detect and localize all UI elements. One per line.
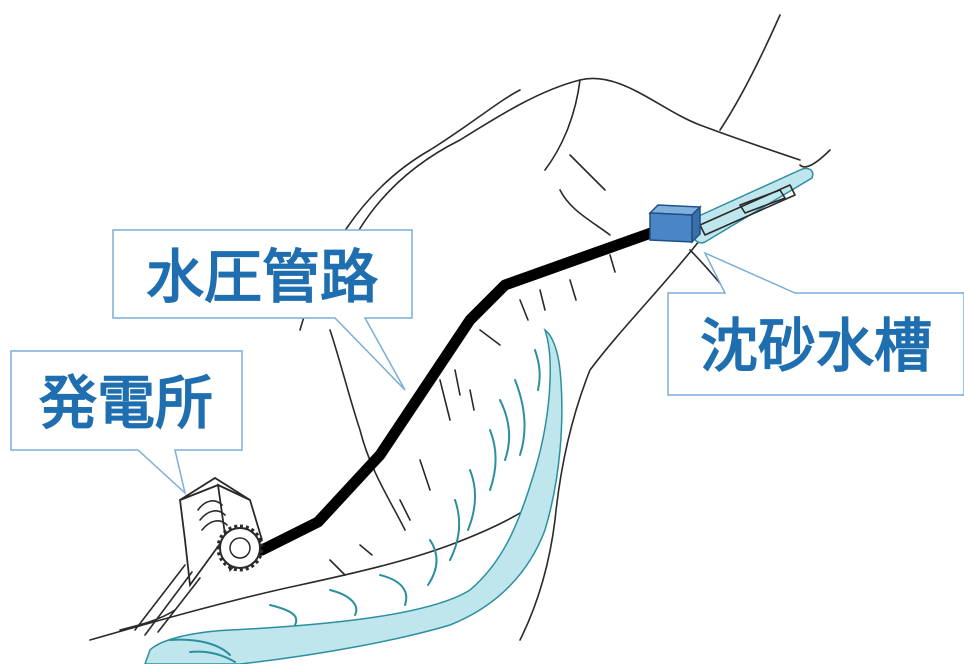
river-ripple-5 <box>449 499 461 561</box>
powerhouse-window-lines <box>197 500 228 531</box>
powerhouse-callout: 発電所 <box>10 350 243 496</box>
river-ripple-4 <box>467 469 476 531</box>
river-ripple-11 <box>189 650 236 663</box>
slope-hatch-7 <box>609 254 616 273</box>
discharge-leg-3 <box>157 577 201 633</box>
penstock-callout: 水圧管路 <box>112 229 413 391</box>
river-ripple-8 <box>329 589 358 616</box>
slope-hatch-3 <box>469 389 475 411</box>
settling-basin-callout: 沈砂水槽 <box>667 251 964 396</box>
inner-ridge-line-1 <box>544 79 581 171</box>
river-ripple-9 <box>269 604 298 626</box>
slope-hatch-8 <box>419 459 431 491</box>
river-ripple-12 <box>534 349 541 391</box>
foreground-line-2 <box>119 609 176 631</box>
tank-front <box>649 212 693 243</box>
penstock-label: 水圧管路 <box>146 243 379 311</box>
inner-ridge-line-2 <box>559 189 611 236</box>
upper-channel-water <box>689 167 814 244</box>
river-ripple-10 <box>169 638 231 656</box>
powerhouse-label: 発電所 <box>39 369 213 437</box>
lower-left-ridge-line <box>329 329 406 531</box>
tank-side <box>691 205 701 244</box>
settling-basin-label: 沈砂水槽 <box>700 312 932 380</box>
slope-hatch-11 <box>359 544 373 556</box>
right-edge-line <box>799 149 831 168</box>
right-peak-line <box>719 14 781 131</box>
inner-ridge-line-3 <box>569 154 606 191</box>
river-ripple-1 <box>499 399 511 461</box>
water-wheel-icon <box>216 524 264 572</box>
powerhouse-callout-box <box>10 350 243 496</box>
slope-hatch-6 <box>569 279 577 301</box>
slope-hatch-5 <box>539 289 546 311</box>
discharge-leg-2 <box>144 571 193 636</box>
upper-channel-gate <box>739 189 786 214</box>
settling-basin-callout-box <box>667 251 964 396</box>
slope-hatch-10 <box>329 559 346 576</box>
penstock-pipe <box>256 222 671 556</box>
river-ripple-6 <box>427 539 438 586</box>
foreground-line <box>89 499 541 641</box>
discharge-leg-1 <box>134 564 186 631</box>
river-body <box>144 328 563 664</box>
river-ripple-2 <box>514 379 526 456</box>
upper-channel <box>689 167 814 244</box>
settling-tank-box-icon <box>648 204 702 244</box>
slope-hatch-2 <box>454 369 461 396</box>
penstock-callout-box <box>112 229 413 391</box>
river <box>144 328 563 664</box>
back-ridge-line <box>329 77 801 301</box>
river-ripple-3 <box>489 429 497 491</box>
river-ripple-7 <box>379 574 408 606</box>
slope-hatch-9 <box>399 499 411 521</box>
slope-hatch-4 <box>519 299 529 321</box>
slope-hatch-1 <box>439 379 451 421</box>
slope-hatch-12 <box>479 329 501 346</box>
right-valley-line <box>519 239 701 641</box>
